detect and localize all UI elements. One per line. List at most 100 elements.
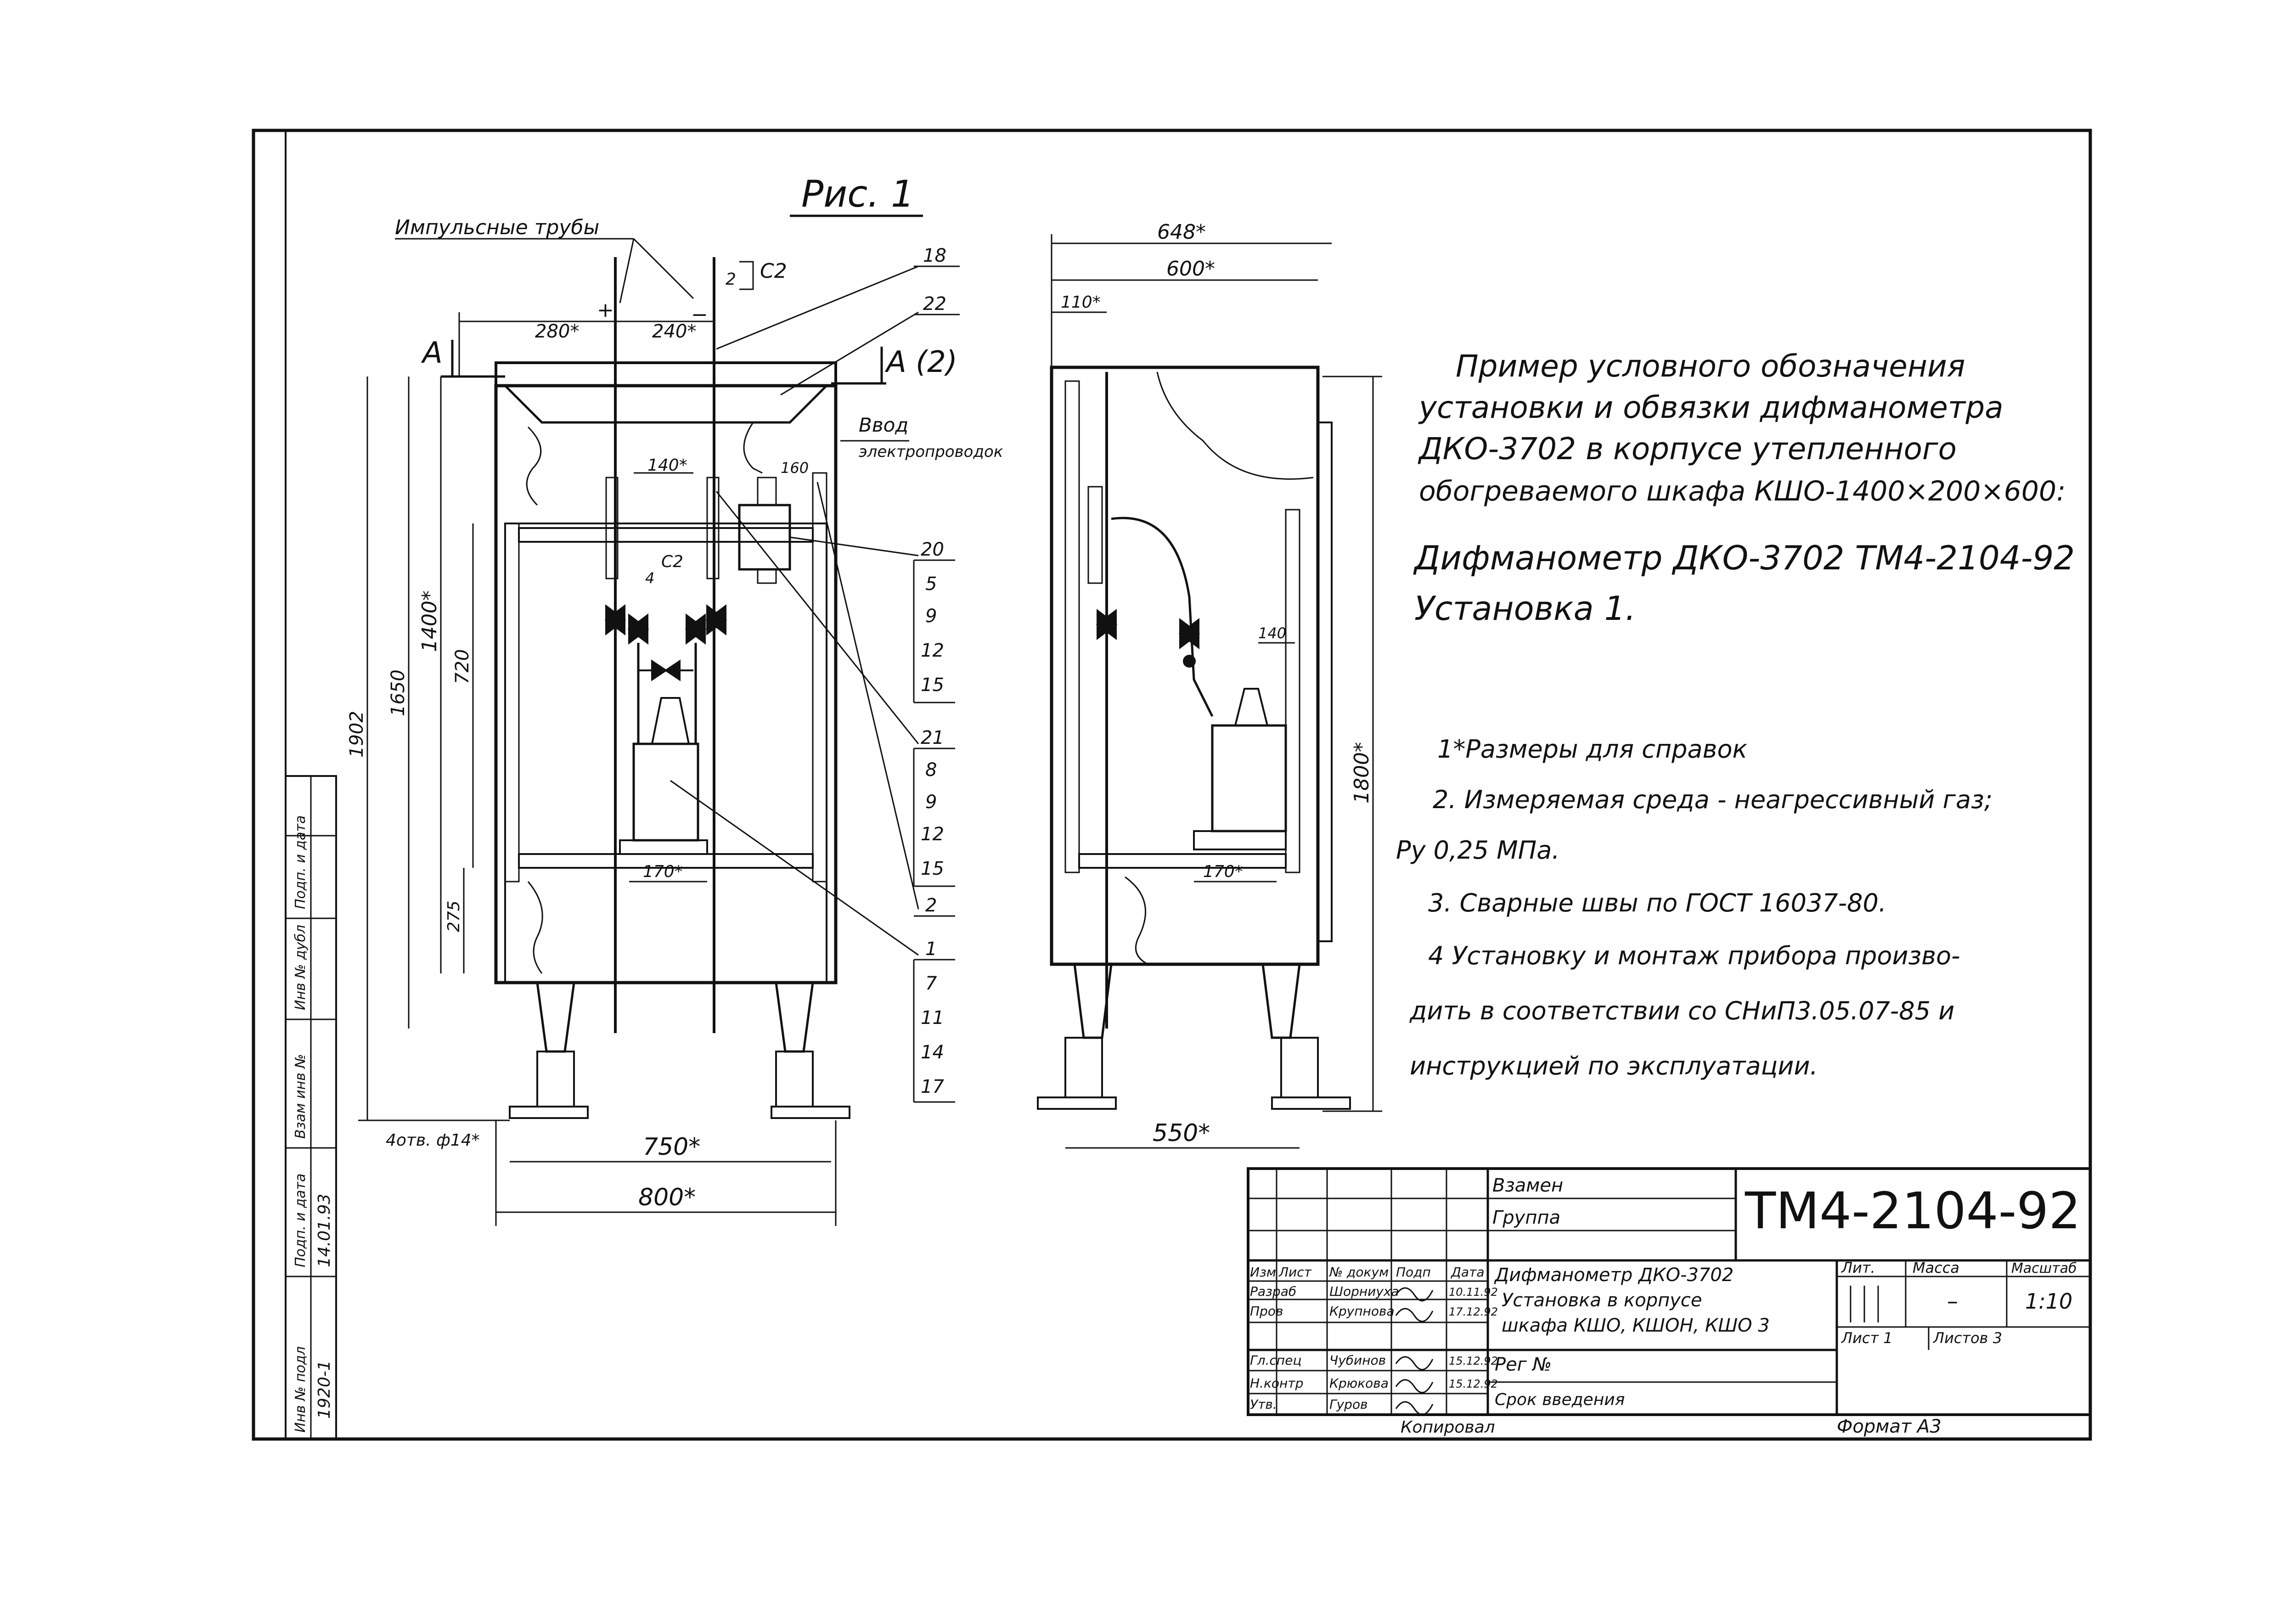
side-view: 648* 600* 110* 140 170* [1037, 220, 1382, 1149]
desc-line-2: установки и обвязки дифманометра [1418, 390, 2003, 425]
dim-648: 648* [1157, 220, 1206, 244]
callout-5: 5 [925, 573, 937, 595]
note-4: 4 Установку и монтаж прибора произво- [1428, 941, 1960, 970]
dim-1800: 1800* [1350, 742, 1373, 804]
valve-c2-label: С2 [661, 552, 683, 571]
desc-line-1: Пример условного обозначения [1456, 349, 1965, 384]
massa-label: Масса [1913, 1259, 1959, 1276]
sheet-count: Листов 3 [1933, 1329, 2002, 1347]
callout-12b: 12 [921, 824, 944, 845]
dim-170-side: 170* [1203, 862, 1243, 881]
side-stamp-label-4: Инв № дубл [293, 925, 309, 1010]
dim-550: 550* [1153, 1119, 1210, 1147]
title-line-2: Установка в корпусе [1502, 1290, 1702, 1311]
callout-group-1: 20 5 9 12 15 [913, 539, 955, 703]
massa-value: – [1947, 1288, 1958, 1314]
dim-600: 600* [1166, 257, 1215, 281]
format-label: Формат А3 [1837, 1416, 1941, 1437]
desc-line-4: обогреваемого шкафа КШО-1400×200×600: [1419, 475, 2065, 507]
side-stamp-label-3: Взам инв № [293, 1054, 309, 1139]
row-3-role: Гл.спец [1250, 1353, 1301, 1368]
minus-sign: − [691, 303, 708, 326]
side-stamp-value-1: 1920-1 [315, 1360, 334, 1419]
callout-17: 17 [921, 1076, 944, 1097]
callout-2: 2 [925, 895, 937, 916]
document-code: ТМ4-2104-92 [1745, 1181, 2081, 1240]
designation: Дифманометр ДКО-3702 ТМ4-2104-92 [1413, 539, 2075, 577]
dim-170: 170* [643, 862, 683, 881]
title-line-3: шкафа КШО, КШОН, КШО 3 [1502, 1315, 1770, 1336]
row-4-name: Крюкова [1329, 1376, 1389, 1391]
callout-8: 8 [925, 759, 937, 781]
cable-input-label: Ввод [859, 414, 908, 436]
callout-18: 18 [923, 245, 946, 266]
note-2b: Ру 0,25 МПа. [1396, 836, 1560, 865]
note-3: 3. Сварные швы по ГОСТ 16037-80. [1428, 888, 1886, 917]
note-1: 1*Размеры для справок [1437, 735, 1747, 764]
row-3-date: 15.12.92 [1449, 1355, 1498, 1367]
callout-11: 11 [921, 1007, 944, 1029]
hdr-podp: Подп [1396, 1265, 1431, 1280]
callout-15: 15 [921, 675, 944, 696]
callout-14: 14 [921, 1042, 944, 1063]
row-5-role: Утв. [1250, 1397, 1277, 1412]
callout-21: 21 [921, 727, 944, 748]
valve-note-4: 4 [645, 569, 654, 587]
dim-1400: 1400* [418, 590, 441, 652]
callout-group-3: 1 7 11 14 17 [913, 939, 955, 1103]
dim-1650: 1650 [388, 669, 409, 716]
callout-9b: 9 [925, 792, 937, 813]
dim-280: 280* [535, 321, 579, 342]
masshtab-label: Масштаб [2011, 1260, 2077, 1276]
tube-note-2: 2 [726, 270, 736, 289]
kopiroval-label: Копировал [1401, 1418, 1495, 1437]
callout-15b: 15 [921, 858, 944, 879]
side-stamp: Инв № подл Подп. и дата Взам инв № Инв №… [285, 775, 337, 1440]
cable-input-label-2: электропроводок [859, 443, 1003, 461]
row-4-role: Н.контр [1250, 1376, 1303, 1391]
dim-750: 750* [643, 1133, 700, 1161]
plus-sign: + [597, 298, 614, 322]
srok-label: Срок введения [1495, 1390, 1625, 1409]
installation: Установка 1. [1414, 589, 1636, 628]
hdr-izm: Изм [1250, 1265, 1276, 1280]
title-line-1: Дифманометр ДКО-3702 [1494, 1265, 1733, 1286]
note-2: 2. Измеряемая среда - неагрессивный газ; [1433, 785, 1992, 814]
callout-9: 9 [925, 606, 937, 627]
dim-720: 720 [452, 649, 473, 684]
note-4b: дить в соответствии со СНиП3.05.07-85 и [1409, 996, 1954, 1025]
row-1-date: 10.11.92 [1449, 1286, 1498, 1299]
callout-group-2: 21 8 9 12 15 [913, 727, 955, 887]
dim-800: 800* [638, 1184, 696, 1211]
hdr-data: Дата [1450, 1265, 1485, 1280]
row-1-name: Шорниуха [1329, 1284, 1399, 1299]
lit-label: Лит. [1841, 1259, 1875, 1276]
dim-140-side: 140 [1258, 624, 1286, 642]
callout-12: 12 [921, 640, 944, 661]
dim-140: 140* [647, 456, 687, 475]
sheet-frame [252, 129, 2092, 1441]
row-3-name: Чубинов [1329, 1353, 1386, 1368]
dim-1902: 1902 [346, 711, 367, 758]
dim-240: 240* [652, 321, 696, 342]
callout-20: 20 [921, 539, 944, 560]
section-a-right: А (2) [884, 345, 957, 379]
vzamen-label: Взамен [1492, 1175, 1563, 1196]
row-5-name: Гуров [1329, 1397, 1368, 1412]
description: Пример условного обозначения установки и… [1413, 349, 2075, 628]
notes: 1*Размеры для справок 2. Измеряемая сред… [1396, 735, 1992, 1080]
callout-1: 1 [925, 939, 937, 960]
row-2-date: 17.12.92 [1449, 1305, 1498, 1318]
front-view: Импульсные трубы + − 2 С2 280* 240* А А … [346, 216, 1003, 1226]
dim-110: 110* [1061, 293, 1101, 312]
figure-label: Рис. 1 [801, 173, 914, 215]
scale-value: 1:10 [2025, 1289, 2072, 1314]
side-stamp-label-1: Инв № подл [293, 1346, 309, 1433]
title-block: Взамен Группа ТМ4-2104-92 Дифманометр ДК… [1247, 1167, 2092, 1416]
hdr-dokum: № докум [1328, 1265, 1389, 1280]
callout-7: 7 [925, 973, 937, 994]
dim-holes: 4отв. ф14* [386, 1131, 480, 1150]
sheet-number: Лист 1 [1841, 1329, 1893, 1347]
side-stamp-label-2: Подп. и дата [293, 1174, 309, 1267]
